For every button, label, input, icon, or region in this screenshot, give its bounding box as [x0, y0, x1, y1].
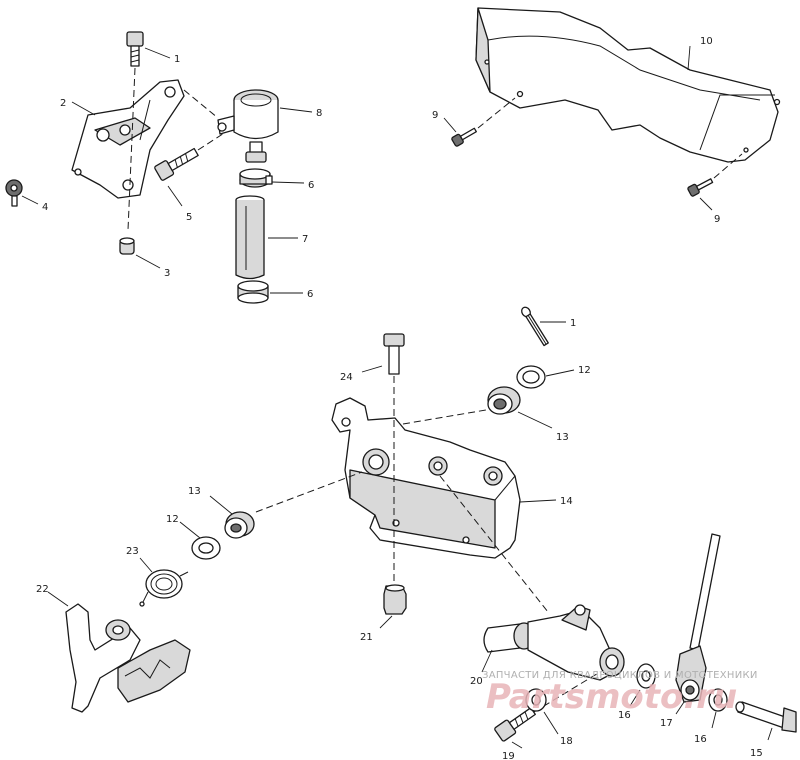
- part-4-nut[interactable]: [5, 179, 23, 207]
- callout-8: 8: [316, 108, 322, 119]
- callout-21: 21: [360, 632, 373, 643]
- part-8-reservoir[interactable]: [217, 89, 279, 163]
- callout-22: 22: [36, 584, 49, 595]
- callout-1-top: 1: [174, 54, 180, 65]
- part-13-bushing-upper[interactable]: [487, 386, 521, 415]
- part-22-brake-pedal[interactable]: [65, 603, 191, 713]
- part-17-brake-rod[interactable]: [675, 533, 721, 703]
- callout-3: 3: [164, 268, 170, 279]
- watermark-tagline: ЗАПЧАСТИ ДЛЯ КВАДРОЦИКЛОВ И МОТОТЕХНИКИ: [482, 670, 758, 681]
- part-10-heel-guard[interactable]: [475, 7, 781, 163]
- part-16-washer-left[interactable]: [636, 663, 656, 689]
- part-11-cotter-pin[interactable]: [520, 306, 550, 347]
- part-16-washer-right[interactable]: [708, 688, 728, 712]
- part-9-screw-lower[interactable]: [687, 176, 714, 197]
- callout-13-left: 13: [188, 486, 201, 497]
- callout-24: 24: [340, 372, 353, 383]
- callout-15: 15: [750, 748, 763, 759]
- watermark-logo: Partsmoto.ru: [486, 677, 737, 717]
- callout-18: 18: [560, 736, 573, 747]
- callout-4: 4: [42, 202, 48, 213]
- callout-2: 2: [60, 98, 66, 109]
- callout-14: 14: [560, 496, 573, 507]
- part-19-bolt[interactable]: [494, 705, 538, 742]
- part-9-screw-upper[interactable]: [451, 126, 478, 147]
- callout-12-left: 12: [166, 514, 179, 525]
- part-14-pedal-bracket[interactable]: [331, 397, 521, 559]
- callout-19: 19: [502, 751, 515, 760]
- callout-20: 20: [470, 676, 483, 687]
- callout-16-right: 16: [694, 734, 707, 745]
- part-7-hose[interactable]: [235, 195, 265, 280]
- part-13-bushing-left[interactable]: [224, 511, 255, 539]
- callout-17: 17: [660, 718, 673, 729]
- callout-11: 1: [570, 318, 576, 329]
- callout-6-lower: 6: [307, 289, 313, 300]
- callout-9-upper: 9: [432, 110, 438, 121]
- part-2-bracket[interactable]: [71, 79, 185, 199]
- part-15-clevis-pin[interactable]: [735, 701, 797, 733]
- callout-13-upper: 13: [556, 432, 569, 443]
- callout-10: 10: [700, 36, 713, 47]
- part-6-clamp-upper[interactable]: [239, 168, 273, 188]
- callout-9-lower: 9: [714, 214, 720, 225]
- callout-7: 7: [302, 234, 308, 245]
- part-12-washer-left[interactable]: [191, 536, 221, 560]
- part-1-bolt[interactable]: [126, 31, 144, 67]
- part-5-bolt[interactable]: [154, 145, 200, 181]
- callout-5: 5: [186, 212, 192, 223]
- part-6-clamp-lower[interactable]: [237, 280, 269, 304]
- callout-6-upper: 6: [308, 180, 314, 191]
- part-20-pivot-shaft[interactable]: [483, 604, 625, 681]
- part-18-washer[interactable]: [525, 688, 547, 712]
- callout-12-upper: 12: [578, 365, 591, 376]
- part-23-spring[interactable]: [139, 569, 189, 607]
- part-24-bolt[interactable]: [383, 333, 405, 375]
- callout-23: 23: [126, 546, 139, 557]
- callout-16-left: 16: [618, 710, 631, 721]
- part-21-nut[interactable]: [383, 584, 407, 615]
- part-3-bushing[interactable]: [119, 237, 135, 255]
- part-12-washer-upper[interactable]: [516, 365, 546, 389]
